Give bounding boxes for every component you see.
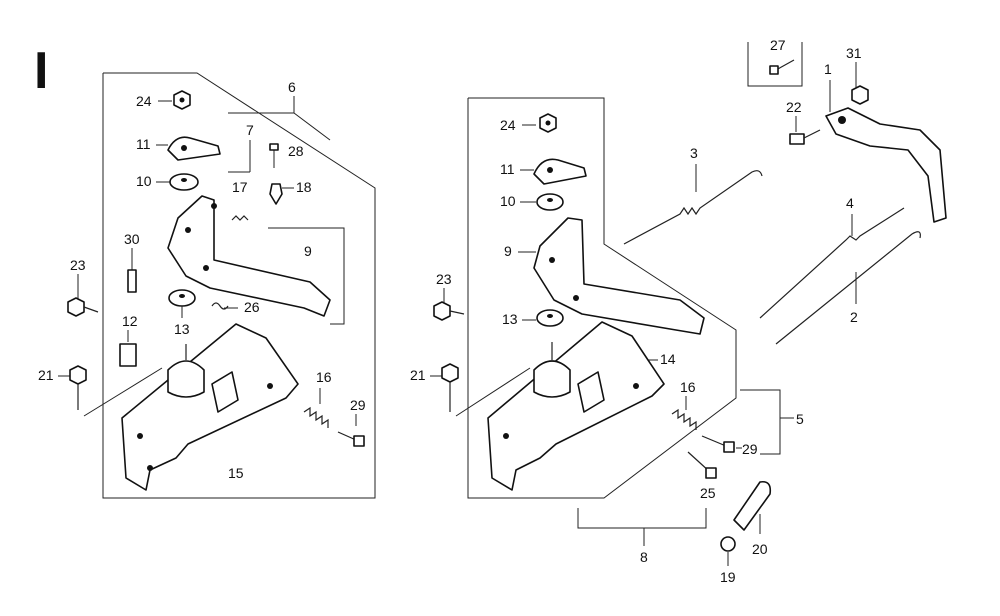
callout-20-right: 20 — [752, 541, 768, 557]
callout-26: 26 — [244, 299, 260, 315]
callout-31: 31 — [846, 45, 862, 61]
callout-11-right: 11 — [500, 161, 515, 177]
callout-25-right: 25 — [700, 485, 716, 501]
screw-28 — [269, 143, 279, 151]
callout-16-right: 16 — [680, 379, 696, 395]
callout-4: 4 — [846, 195, 854, 211]
control-lever-9-right — [533, 217, 705, 335]
callout-30: 30 — [124, 231, 140, 247]
left-assembly: 6 24 11 10 7 28 17 18 — [38, 72, 376, 499]
callout-21: 21 — [38, 367, 54, 383]
arm-plate-11 — [167, 136, 221, 161]
callout-7: 7 — [246, 122, 254, 138]
callout-10: 10 — [136, 173, 152, 189]
callout-24: 24 — [136, 93, 152, 109]
callout-6: 6 — [288, 79, 296, 95]
callout-2: 2 — [850, 309, 858, 325]
callout-8-right: 8 — [640, 549, 648, 565]
callout-29: 29 — [350, 397, 366, 413]
callout-11: 11 — [136, 136, 151, 152]
callout-13-right: 13 — [502, 311, 518, 327]
screw-29 — [353, 435, 365, 447]
base-plate-right — [487, 321, 665, 491]
throttle-rod-2 — [775, 231, 921, 345]
callout-10-right: 10 — [500, 193, 516, 209]
base-plate-15 — [121, 323, 299, 491]
bolt-30 — [127, 269, 137, 293]
control-lever-9 — [167, 195, 331, 317]
boss-15 — [167, 360, 205, 398]
callout-9: 9 — [304, 243, 312, 259]
return-spring-3 — [623, 170, 763, 245]
callout-27: 27 — [770, 37, 786, 53]
throttle-lever-1 — [825, 107, 947, 223]
callout-19-right: 19 — [720, 569, 736, 585]
spring-16 — [303, 406, 329, 428]
left-frame-outline — [102, 72, 376, 499]
loose-parts: 27 31 1 22 3 4 2 — [623, 37, 947, 345]
callout-23: 23 — [70, 257, 86, 273]
callout-3: 3 — [690, 145, 698, 161]
callout-17: 17 — [232, 179, 248, 195]
callout-22: 22 — [786, 99, 802, 115]
callout-9-right: 9 — [504, 243, 512, 259]
governor-rod-4 — [759, 207, 905, 319]
bolt-21-head — [69, 365, 87, 385]
right-frame-outline — [467, 97, 737, 499]
knob-20 — [733, 480, 772, 531]
spring-17 — [231, 215, 249, 221]
callout-18: 18 — [296, 179, 312, 195]
callout-13: 13 — [174, 321, 190, 337]
callout-23-right: 23 — [436, 271, 452, 287]
callout-12: 12 — [122, 313, 138, 329]
callout-21-right: 21 — [410, 367, 426, 383]
callout-24-right: 24 — [500, 117, 516, 133]
callout-1: 1 — [824, 61, 832, 77]
callout-16: 16 — [316, 369, 332, 385]
nut-plate-12 — [119, 343, 137, 367]
cap-19 — [720, 536, 736, 552]
callout-14-right: 14 — [660, 351, 676, 367]
clip-18 — [269, 183, 283, 205]
section-marker: I — [34, 42, 48, 100]
right-assembly: 24 11 10 9 23 13 14 21 — [410, 97, 804, 585]
callout-28: 28 — [288, 143, 304, 159]
bolt-23-head — [67, 297, 85, 317]
callout-29-right: 29 — [742, 441, 758, 457]
callout-15: 15 — [228, 465, 244, 481]
callout-5-right: 5 — [796, 411, 804, 427]
